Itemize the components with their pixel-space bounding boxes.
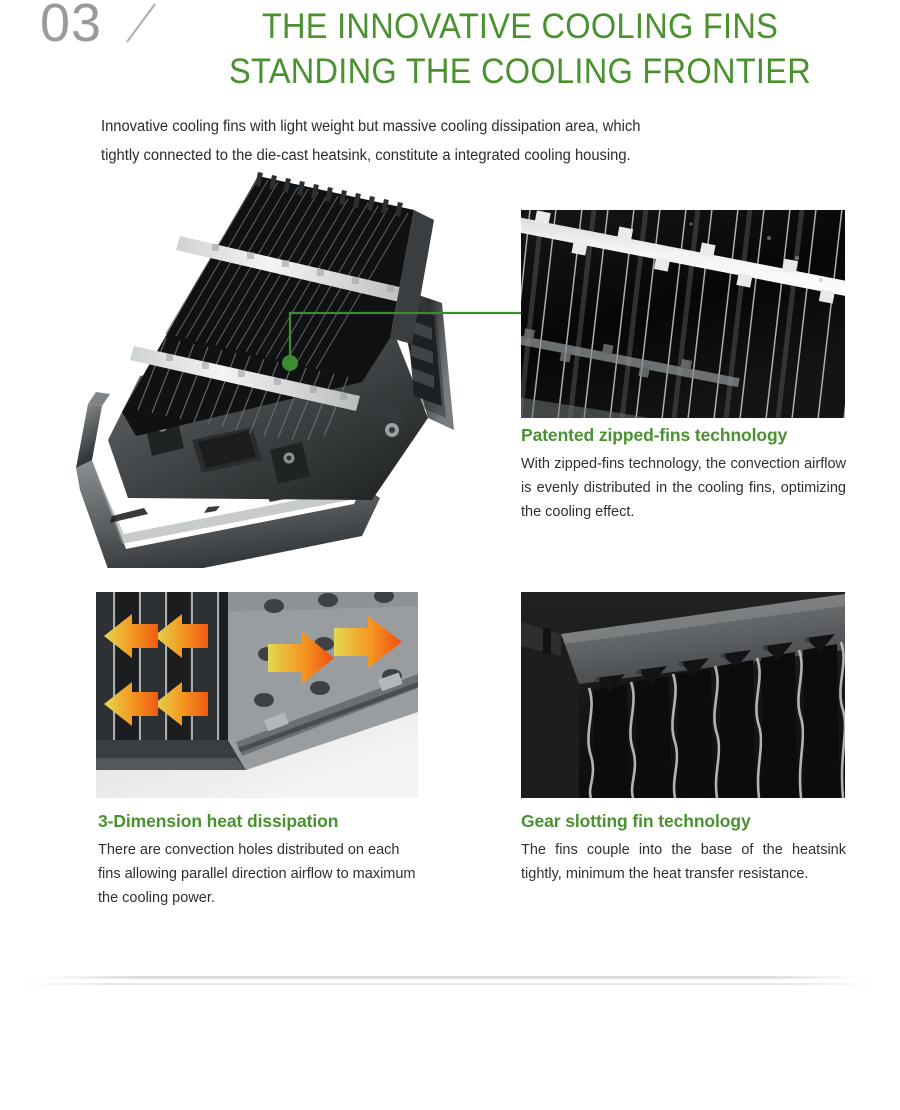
zipped-fins-photo	[521, 210, 845, 418]
footer-divider-line-secondary	[20, 983, 880, 985]
caption-zipped-fins: Patented zipped-fins technology With zip…	[521, 424, 851, 524]
three-dimension-airflow-image	[96, 592, 418, 798]
caption-title: 3-Dimension heat dissipation	[98, 811, 339, 831]
fin-tips	[255, 172, 403, 217]
cooling-fin-stack	[122, 172, 434, 441]
page-header: 03 THE INNOVATIVE COOLING FINS STANDING …	[0, 0, 900, 102]
cable-gland	[378, 404, 402, 437]
zipper-strip-lower	[130, 346, 360, 411]
footer-divider-line	[40, 976, 860, 979]
zipper-band-secondary	[521, 328, 740, 388]
intro-line-1: Innovative cooling fins with light weigh…	[101, 118, 641, 135]
gear-slotting-photo	[521, 592, 845, 798]
airflow-arrows-left	[104, 614, 208, 726]
caption-body: There are convection holes distributed o…	[98, 842, 416, 906]
caption-title: Gear slotting fin technology	[521, 811, 751, 831]
zipper-band	[521, 210, 845, 304]
gear-slotting-fin-image	[521, 592, 845, 798]
caption-body: With zipped-fins technology, the convect…	[521, 456, 846, 520]
fin-edges-lower	[137, 337, 349, 441]
intro-line-2: tightly connected to the die-cast heatsi…	[101, 147, 631, 164]
page-title-line-1: THE INNOVATIVE COOLING FINS	[261, 7, 779, 46]
gear-slots	[595, 634, 835, 692]
zipper-strip-upper	[176, 236, 412, 304]
gear-fins	[587, 641, 845, 798]
airflow-illustration	[96, 592, 418, 798]
rail-clips	[264, 672, 403, 732]
page-title: THE INNOVATIVE COOLING FINS STANDING THE…	[150, 4, 890, 94]
zipped-fins-macro-image	[521, 210, 845, 418]
caption-three-dimension: 3-Dimension heat dissipation There are c…	[98, 810, 428, 910]
caption-gear-slotting: Gear slotting fin technology The fins co…	[521, 810, 851, 886]
caption-body: The fins couple into the base of the hea…	[521, 842, 846, 882]
floodlight-illustration	[76, 172, 454, 568]
caption-title: Patented zipped-fins technology	[521, 425, 788, 445]
intro-paragraph: Innovative cooling fins with light weigh…	[101, 112, 774, 170]
airflow-arrows-right	[268, 616, 402, 684]
section-number: 03	[40, 0, 103, 53]
page-title-line-2: STANDING THE COOLING FRONTIER	[229, 52, 811, 91]
slash-divider-icon	[126, 3, 156, 43]
product-hero-image	[62, 168, 482, 568]
